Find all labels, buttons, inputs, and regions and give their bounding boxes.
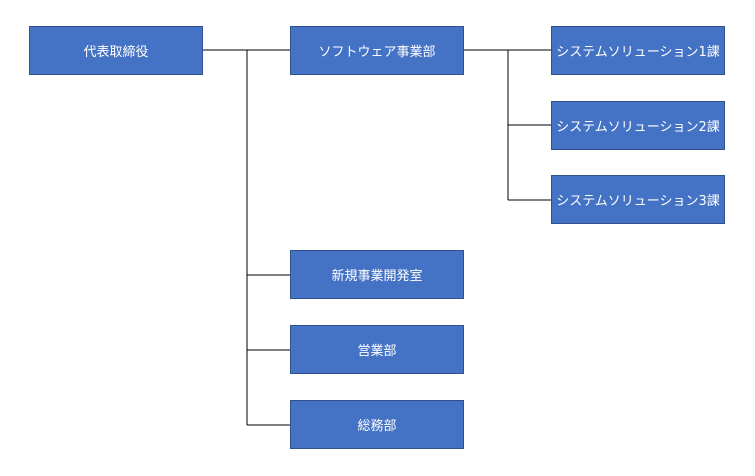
node-general-affairs-label: 総務部 xyxy=(357,419,397,434)
node-general-affairs[interactable]: 総務部 xyxy=(290,400,464,449)
node-new-business-label: 新規事業開発室 xyxy=(331,269,423,284)
node-ceo-label: 代表取締役 xyxy=(83,45,149,60)
node-ceo[interactable]: 代表取締役 xyxy=(29,26,203,75)
node-system-solution-3-label: システムソリューション3課 xyxy=(556,194,720,209)
node-new-business[interactable]: 新規事業開発室 xyxy=(290,250,464,299)
node-system-solution-1-label: システムソリューション1課 xyxy=(556,45,720,60)
node-system-solution-1[interactable]: システムソリューション1課 xyxy=(551,26,725,75)
node-sales[interactable]: 営業部 xyxy=(290,325,464,374)
node-system-solution-2[interactable]: システムソリューション2課 xyxy=(551,101,725,150)
node-software-division-label: ソフトウェア事業部 xyxy=(318,45,436,60)
node-system-solution-2-label: システムソリューション2課 xyxy=(556,120,720,135)
node-sales-label: 営業部 xyxy=(357,344,397,359)
node-system-solution-3[interactable]: システムソリューション3課 xyxy=(551,175,725,224)
node-software-division[interactable]: ソフトウェア事業部 xyxy=(290,26,464,75)
